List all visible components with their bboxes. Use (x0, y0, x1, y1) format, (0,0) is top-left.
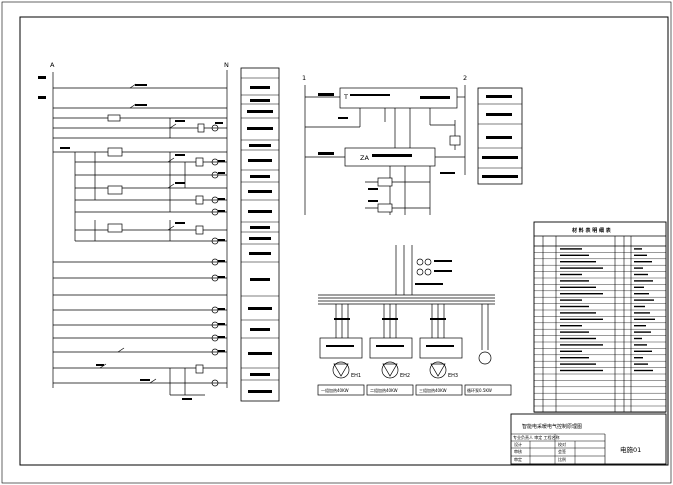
load-label-3: 三组加热40KW (419, 387, 447, 393)
power-circuit (317, 245, 512, 396)
drawing-number: 电施01 (620, 445, 641, 454)
materials-row-note-mark (634, 261, 652, 263)
ladder-legend-column (240, 67, 280, 402)
title-block (510, 413, 667, 465)
drawing-title: 智能电采暖电气控制原理图 (522, 423, 582, 430)
neutral-label: N (224, 61, 229, 69)
phase-label: A (50, 61, 55, 69)
materials-row-text-mark (560, 363, 596, 365)
control-legend (477, 87, 523, 185)
node-label-1: 1 (302, 74, 306, 82)
power-circuit-marks (326, 260, 454, 347)
materials-row-text-mark (560, 267, 603, 269)
role-countersign: 会签 (558, 448, 566, 454)
inner-frame (19, 16, 669, 466)
materials-row-note-mark (634, 248, 642, 250)
control-circuit (304, 85, 466, 215)
materials-row-note-mark (634, 337, 642, 340)
materials-row-note-mark (634, 286, 644, 288)
load-label-1: 一组加热40KW (321, 387, 349, 393)
materials-row-note-mark (634, 363, 648, 365)
ladder-diagram (52, 70, 228, 396)
title-block-header: 专业负责人 审定 工程名称 (513, 434, 560, 440)
materials-row-text-mark (560, 261, 596, 263)
materials-row-note-mark (634, 293, 649, 295)
ladder-labels (38, 76, 225, 400)
materials-row-text-mark (560, 337, 596, 340)
load-label-2: 二组加热40KW (370, 387, 398, 393)
role-designer: 设计 (514, 441, 522, 447)
materials-row-note-mark (634, 344, 647, 346)
materials-row-note-mark (634, 267, 643, 269)
role-scale: 比例 (558, 456, 566, 462)
heater-eh3: EH3 (448, 373, 458, 379)
materials-row-text-mark (560, 286, 596, 288)
materials-row-text-mark (560, 280, 589, 282)
materials-row-text-mark (560, 357, 589, 359)
controller-label-t: T (343, 93, 348, 101)
materials-row-note-mark (634, 312, 650, 314)
materials-row-note-mark (634, 299, 654, 301)
role-approver: 审定 (514, 456, 522, 462)
materials-row-note-mark (634, 369, 653, 372)
materials-row-text-mark (560, 312, 596, 314)
node-label-2: 2 (463, 74, 467, 82)
materials-row-text-mark (560, 369, 603, 372)
materials-row-text-mark (560, 344, 603, 346)
materials-row-text-mark (560, 273, 582, 276)
materials-row-text-mark (560, 248, 582, 250)
materials-row-note-mark (634, 280, 653, 282)
materials-row-text-mark (560, 293, 603, 295)
materials-row-note-mark (634, 305, 645, 308)
materials-table-title: 材 料 表 明 细 表 (572, 227, 612, 234)
role-reviewer: 审核 (514, 448, 522, 454)
materials-row-text-mark (560, 350, 582, 352)
materials-row-text-mark (560, 331, 589, 333)
materials-table (533, 221, 667, 413)
materials-row-text-mark (560, 299, 582, 301)
materials-row-note-mark (634, 350, 652, 352)
materials-row-text-mark (560, 325, 582, 327)
materials-row-note-mark (634, 331, 651, 333)
role-checker: 校对 (558, 441, 566, 447)
materials-row-text-mark (560, 305, 589, 308)
controller-label-za: ZA (360, 154, 369, 162)
materials-row-note-mark (634, 254, 647, 256)
materials-row-text-mark (560, 254, 589, 256)
heater-eh1: EH1 (351, 373, 361, 379)
materials-row-note-mark (634, 357, 643, 359)
load-label-4: 循环泵0.5KW (467, 387, 492, 393)
heater-eh2: EH2 (400, 373, 410, 379)
materials-row-note-mark (634, 273, 648, 276)
materials-row-text-mark (560, 318, 603, 320)
control-circuit-labels (318, 93, 455, 202)
materials-row-note-mark (634, 318, 655, 320)
materials-row-note-mark (634, 325, 646, 327)
